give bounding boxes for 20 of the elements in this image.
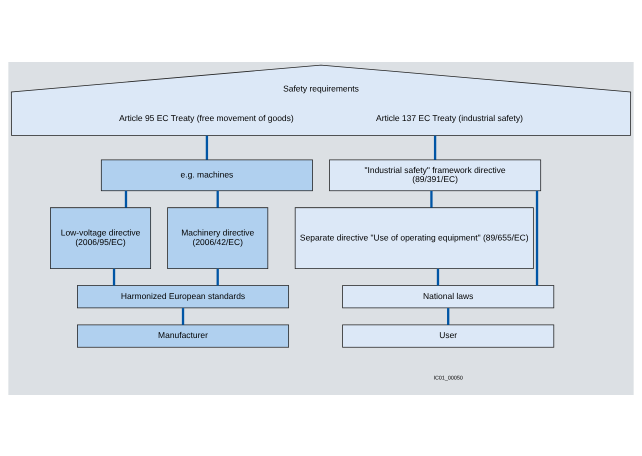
node-box: User — [342, 324, 554, 348]
node-box: Harmonized European standards — [77, 284, 290, 308]
node-box: Manufacturer — [77, 324, 290, 348]
node-box: e.g. machines — [100, 159, 313, 191]
connector — [430, 190, 433, 208]
node-box: Low-voltage directive (2006/95/EC) — [50, 206, 152, 268]
node-box: National laws — [342, 284, 554, 308]
connector — [436, 268, 440, 285]
node-box: Machinery directive (2006/42/EC) — [167, 206, 268, 268]
connector — [124, 190, 128, 208]
connector — [216, 268, 219, 285]
connector — [536, 190, 538, 285]
connector — [434, 135, 436, 160]
connector — [112, 268, 116, 285]
connector — [447, 308, 450, 324]
connector — [216, 190, 219, 208]
node-box: Separate directive "Use of operating equipment" (89/655/EC) — [294, 206, 534, 268]
connector — [206, 135, 208, 160]
node-box: "Industrial safety" framework directive (89/391/EC) — [329, 159, 542, 191]
connector — [182, 308, 184, 324]
